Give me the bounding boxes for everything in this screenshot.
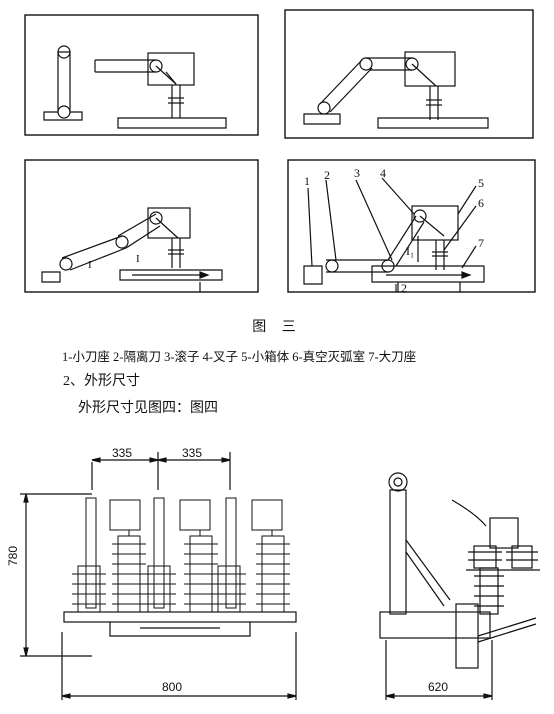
panel-4-closed-labelled <box>287 159 536 293</box>
callout-3: 3 <box>354 166 360 180</box>
section-heading: 2、外形尺寸 <box>63 374 140 389</box>
fig4-side-view <box>379 472 540 700</box>
dim-width-front: 800 <box>162 680 183 694</box>
callout-1: 1 <box>304 174 310 188</box>
callout-4: 4 <box>380 166 386 180</box>
section-text: 外形尺寸见图四：图四 <box>78 401 218 416</box>
callout-7: 7 <box>478 236 484 250</box>
figure-3-caption: 图 三 <box>252 320 302 335</box>
dim-spacing-2: 335 <box>182 446 203 460</box>
panel-1-open-position <box>24 14 259 136</box>
callout-5: 5 <box>478 176 484 190</box>
svg-text:I: I <box>136 253 140 265</box>
mark-i2: I 2 <box>394 281 407 295</box>
panel-3-closing: I I <box>24 159 259 293</box>
fig4-front-view <box>20 452 297 700</box>
callout-2: 2 <box>324 168 330 182</box>
panel-2-partially-closed <box>284 9 534 139</box>
callout-6: 6 <box>478 196 484 210</box>
dim-width-side: 620 <box>428 680 449 694</box>
svg-text:I: I <box>88 259 92 271</box>
figure-3-legend: 1-小刀座 2-隔离刀 3-滚子 4-叉子 5-小箱体 6-真空灭弧室 7-大刀… <box>62 350 417 364</box>
dim-spacing-1: 335 <box>112 446 133 460</box>
mark-i1: I₁ <box>406 244 415 258</box>
dim-height: 780 <box>6 545 20 566</box>
